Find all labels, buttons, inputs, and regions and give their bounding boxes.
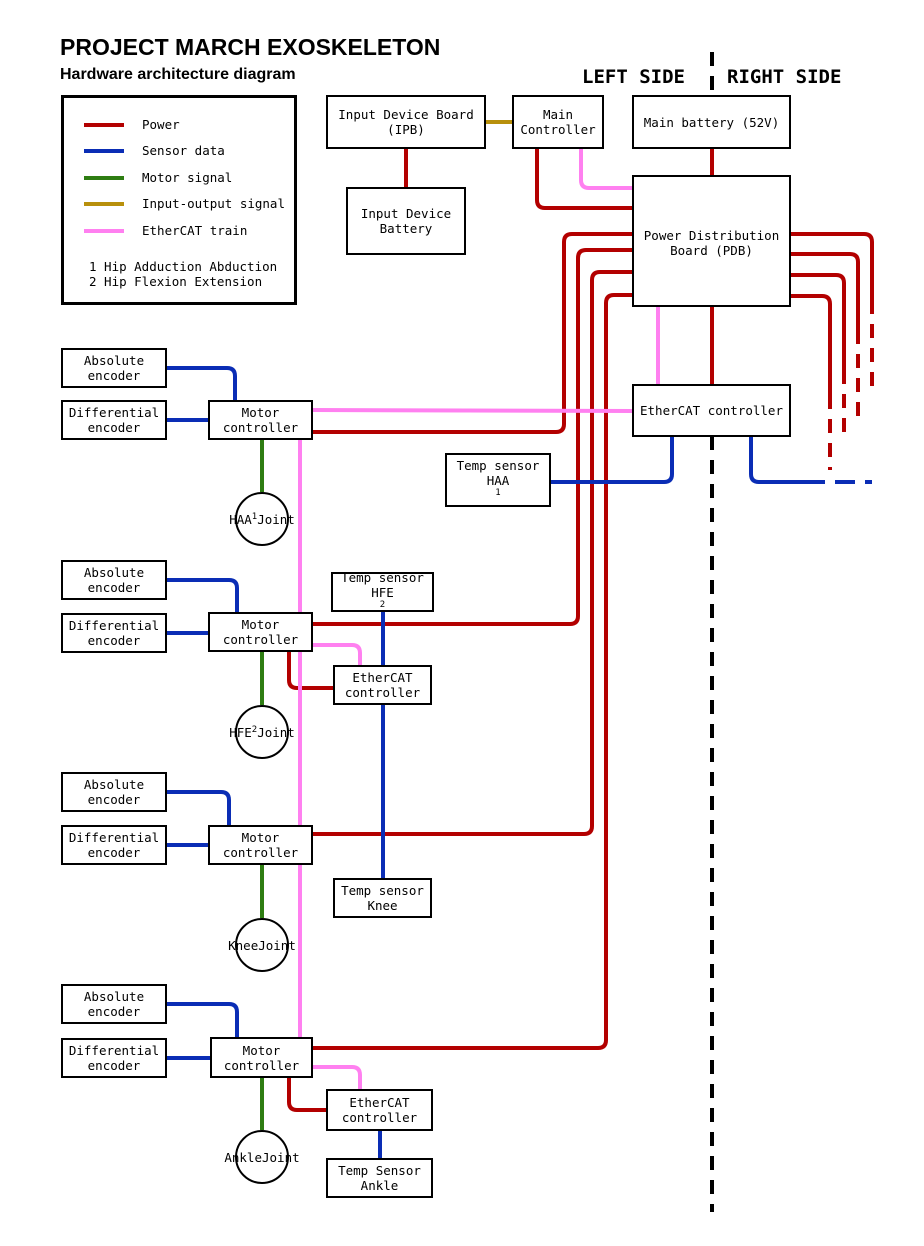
wire-power-right-2 [791, 252, 860, 330]
wire-ethercat-controller-haa [312, 408, 633, 413]
wire-ethercat-ankle [313, 1065, 362, 1089]
legend-label: Sensor data [142, 143, 225, 158]
legend-note-1: 1 Hip Adduction Abduction [89, 259, 278, 274]
wire-power-right-4 [791, 294, 832, 395]
legend-swatch [84, 202, 124, 206]
input-device-board: Input Device Board(IPB) [326, 95, 486, 149]
legend: Power Sensor data Motor signal Input-out… [61, 95, 297, 305]
legend-label: EtherCAT train [142, 223, 248, 238]
page-subtitle: Hardware architecture diagram [60, 66, 296, 83]
wire-power-knee [313, 270, 632, 836]
wire-sensor-knee-abs [167, 790, 231, 825]
wire-sensor-haa-abs [167, 366, 237, 400]
wire-power-main-controller [535, 149, 632, 210]
page-title: PROJECT MARCH EXOSKELETON [60, 34, 441, 60]
legend-label: Power [142, 117, 180, 132]
legend-label: Motor signal [142, 170, 233, 185]
joint-knee: KneeJoint [228, 918, 296, 972]
joint-ankle: AnkleJoint [224, 1130, 300, 1184]
legend-swatch [84, 176, 124, 180]
legend-swatch [84, 229, 124, 233]
legend-swatch [84, 123, 124, 127]
wire-power-right-1 [791, 232, 874, 300]
wire-sensor-hfe-abs [167, 578, 239, 612]
ethercat-controller-main: EtherCAT controller [632, 384, 791, 437]
wire-power-haa [313, 232, 632, 434]
joint-hfe: HFE2Joint [229, 705, 295, 759]
wire-sensor-temp-haa [551, 437, 674, 484]
left-side-label: LEFT SIDE [582, 66, 685, 88]
wire-power-ankle [313, 293, 632, 1050]
main-battery: Main battery (52V) [632, 95, 791, 149]
wire-ethercat-hfe [313, 643, 362, 665]
wire-power-ankle-ethercat [287, 1078, 326, 1112]
joint-haa: HAA1Joint [229, 492, 295, 546]
legend-note-2: 2 Hip Flexion Extension [89, 274, 263, 289]
wire-sensor-right-side [749, 437, 805, 484]
wire-power-hfe-ethercat [287, 652, 333, 690]
right-side-label: RIGHT SIDE [727, 66, 842, 88]
wire-sensor-ankle-abs [167, 1002, 239, 1037]
wire-power-hfe [313, 248, 632, 626]
wire-ethercat-main-pdb [579, 149, 632, 190]
wire-power-right-3 [791, 273, 846, 370]
legend-label: Input-output signal [142, 196, 285, 211]
legend-swatch [84, 149, 124, 153]
